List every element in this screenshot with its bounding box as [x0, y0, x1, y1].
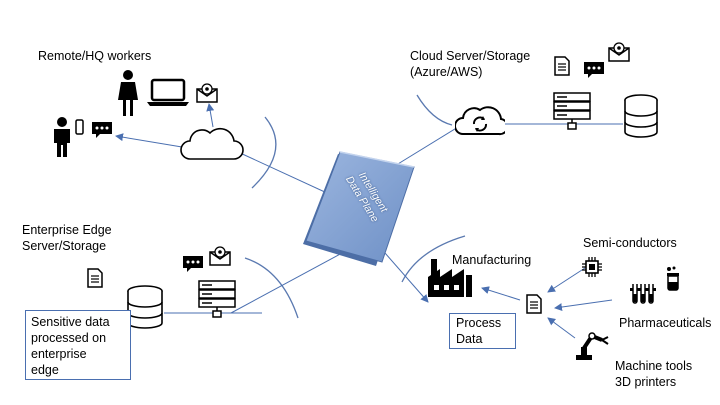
label-remote-workers: Remote/HQ workers — [38, 49, 152, 63]
chat-icon — [92, 122, 112, 138]
label-manufacturing: Manufacturing — [452, 253, 532, 267]
chip-icon — [582, 257, 602, 277]
arc-edge — [244, 257, 299, 319]
person-icon — [54, 117, 70, 157]
test-tubes-icon — [630, 284, 656, 304]
link-edge-plane — [230, 251, 345, 314]
server-icon — [198, 280, 236, 318]
robot-arm-icon — [576, 332, 609, 360]
document-icon — [554, 56, 570, 76]
email-icon — [196, 83, 218, 103]
cloud-icon — [180, 127, 244, 160]
laptop-icon — [147, 78, 189, 106]
link-doc-factory — [481, 286, 521, 301]
process-data-box: Process Data — [449, 313, 516, 349]
label-enterprise-edge: Enterprise Edge Server/Storage — [22, 223, 112, 253]
database-icon — [624, 94, 658, 138]
link-cloud-plane — [392, 123, 464, 168]
server-icon — [553, 92, 591, 130]
link-plane-mfg — [384, 252, 429, 303]
database-icon — [127, 285, 163, 329]
phone-icon — [75, 119, 84, 135]
link-email-cloud — [206, 103, 215, 128]
chat-icon — [584, 62, 604, 78]
label-machine-tools: Machine tools 3D printers — [615, 359, 693, 389]
link-chip-doc — [547, 267, 586, 293]
link-worker-cloud — [115, 133, 183, 148]
link-robot-doc — [547, 317, 576, 339]
factory-icon — [428, 259, 472, 297]
data-plane-shape — [303, 151, 415, 266]
document-icon — [87, 268, 103, 288]
label-semiconductors: Semi-conductors — [583, 236, 677, 250]
email-icon — [209, 246, 231, 266]
arc-cloud — [416, 94, 453, 126]
label-pharmaceuticals: Pharmaceuticals — [619, 316, 712, 330]
arc-remote — [251, 116, 277, 189]
sensitive-data-box: Sensitive data processed on enterprise e… — [25, 310, 131, 380]
cloud-sync-icon — [455, 106, 505, 136]
email-icon — [608, 42, 630, 62]
document-icon — [526, 294, 542, 314]
label-cloud-storage: Cloud Server/Storage (Azure/AWS) — [410, 49, 531, 79]
lab-flask-icon — [667, 266, 679, 291]
chat-icon — [183, 256, 203, 272]
link-pharma-doc — [554, 299, 613, 311]
person-icon — [118, 70, 138, 116]
link-remote-plane — [237, 151, 341, 200]
